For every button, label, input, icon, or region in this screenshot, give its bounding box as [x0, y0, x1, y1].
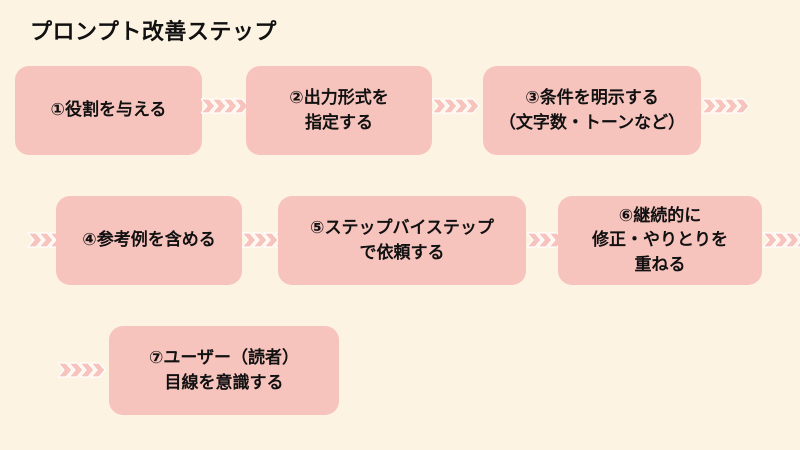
chevron-right-icon [432, 98, 480, 114]
step-2-line-1: ②出力形式を [289, 87, 389, 108]
step-3-line-2: （文字数・トーンなど） [498, 112, 686, 133]
chevron-right-icon [527, 232, 542, 248]
step-5-line-2: で依頼する [359, 242, 445, 263]
chevron-right-icon [28, 232, 43, 248]
step-6-box: ⑥継続的に 修正・やりとりを 重ねる [558, 196, 762, 285]
arrow-chevrons-1 [201, 98, 253, 114]
chevron-right-icon [784, 232, 800, 248]
step-2-line-2: 指定する [305, 112, 373, 133]
arrow-chevrons-2 [432, 98, 484, 114]
chevron-right-icon [763, 232, 778, 248]
chevron-right-icon [712, 98, 728, 114]
chevron-right-icon [252, 232, 268, 248]
chevron-right-icon [263, 232, 279, 248]
step-2-box: ②出力形式を 指定する [246, 66, 432, 155]
step-3-line-1: ③条件を明示する [525, 87, 659, 108]
chevron-right-icon [58, 362, 106, 378]
step-7-box: ⑦ユーザー（読者） 目線を意識する [109, 326, 339, 415]
step-6-line-1: ⑥継続的に [618, 205, 702, 226]
chevron-right-icon [222, 98, 238, 114]
step-6-line-3: 重ねる [634, 254, 686, 275]
arrow-chevrons-3 [702, 98, 754, 114]
chevron-right-icon [90, 362, 106, 378]
arrow-chevrons-8 [58, 362, 110, 378]
chevron-right-icon [723, 98, 739, 114]
step-5-line-1: ⑤ステップバイステップ [310, 217, 494, 238]
chevron-right-icon [38, 232, 54, 248]
chevron-right-icon [58, 362, 73, 378]
chevron-right-icon [537, 232, 553, 248]
chevron-right-icon [432, 98, 447, 114]
step-4-line-1: ④参考例を含める [82, 230, 216, 251]
arrow-chevrons-7 [763, 232, 800, 248]
chevron-right-icon [453, 98, 469, 114]
chevron-right-icon [233, 98, 249, 114]
step-3-box: ③条件を明示する （文字数・トーンなど） [483, 66, 701, 155]
chevron-right-icon [734, 98, 750, 114]
chevron-right-icon [211, 98, 227, 114]
chevron-right-icon [464, 98, 480, 114]
step-7-line-2: 目線を意識する [164, 372, 284, 393]
chevron-right-icon [702, 98, 717, 114]
chevron-right-icon [68, 362, 84, 378]
chevron-right-icon [702, 98, 750, 114]
chevron-right-icon [201, 98, 249, 114]
chevron-right-icon [773, 232, 789, 248]
chevron-right-icon [442, 98, 458, 114]
step-6-line-2: 修正・やりとりを [592, 230, 728, 251]
chevron-right-icon [795, 232, 800, 248]
step-5-box: ⑤ステップバイステップ で依頼する [278, 196, 526, 285]
page-title: プロンプト改善ステップ [30, 20, 277, 45]
step-7-line-1: ⑦ユーザー（読者） [148, 347, 300, 368]
step-1-line-1: ①役割を与える [50, 100, 167, 121]
step-4-box: ④参考例を含める [56, 196, 242, 285]
chevron-right-icon [242, 232, 257, 248]
chevron-right-icon [763, 232, 800, 248]
chevron-right-icon [79, 362, 95, 378]
step-1-box: ①役割を与える [15, 66, 202, 155]
chevron-right-icon [201, 98, 216, 114]
